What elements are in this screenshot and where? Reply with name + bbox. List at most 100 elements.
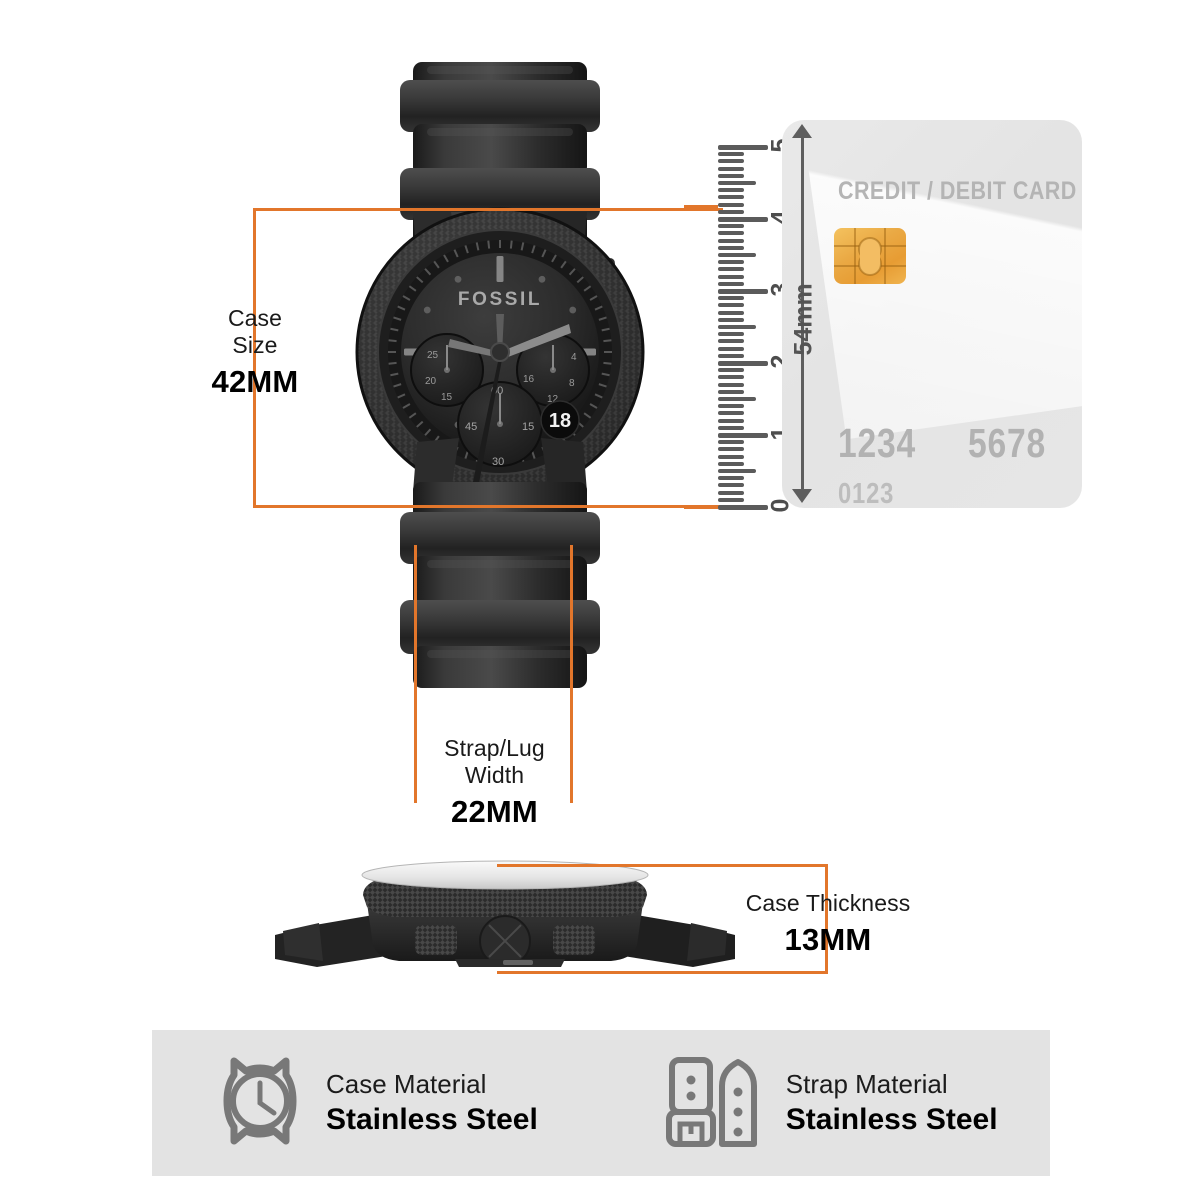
svg-text:4: 4: [571, 352, 577, 363]
dial-brand-text: FOSSIL: [458, 289, 542, 310]
ruler-tick-minor: [718, 483, 744, 488]
ruler-tick-mid: [718, 253, 756, 257]
svg-text:30: 30: [492, 456, 504, 468]
ruler-tick-minor: [718, 195, 744, 200]
ruler-tick-minor: [718, 281, 744, 286]
card-height-arrow-up: [792, 124, 812, 138]
watch-front-view: FOSSIL 25 20 15 4 8 12 16 60 15 30 45: [355, 62, 645, 712]
case-size-caption-1: Case: [227, 305, 283, 331]
ruler-tick-minor: [718, 303, 744, 308]
svg-text:45: 45: [465, 421, 477, 433]
card-chip: [834, 228, 906, 284]
ruler-tick-minor: [718, 152, 744, 157]
case-size-top-line: [253, 208, 723, 211]
case-size-left-line: [253, 208, 256, 508]
ruler-tick-minor: [718, 245, 744, 250]
ruler-tick-minor: [718, 425, 744, 430]
ruler-tick-minor: [718, 310, 744, 315]
watch-strap-icon: [665, 1054, 762, 1153]
ruler-tick-mid: [718, 325, 756, 329]
case-thickness-top-line: [497, 864, 828, 867]
ruler-marker-top: [684, 204, 718, 209]
case-material-value: Stainless Steel: [326, 1102, 538, 1136]
ruler-tick-major: [718, 505, 768, 510]
ruler-tick-minor: [718, 440, 744, 445]
card-number-group-1: 1234: [838, 420, 917, 466]
card-expiry: 0123: [838, 478, 895, 508]
case-thickness-caption: Case Thickness: [745, 890, 911, 916]
ruler-tick-mid: [718, 397, 756, 401]
strap-width-value: 22MM: [451, 793, 538, 829]
case-thickness-bottom-line: [497, 971, 828, 974]
strap-width-right-line: [570, 545, 573, 803]
case-material-label: Case Material: [326, 1069, 487, 1099]
case-material-text: Case Material Stainless Steel: [326, 1068, 538, 1138]
ruler-tick-minor: [718, 389, 744, 394]
ruler-tick-minor: [718, 353, 744, 358]
svg-text:25: 25: [427, 350, 439, 361]
ruler-tick-minor: [718, 202, 744, 207]
card-height-arrow-down: [792, 489, 812, 503]
ruler-tick-minor: [718, 404, 744, 409]
credit-card: CREDIT / DEBIT CARD 1234 5678 0123 CARD …: [782, 120, 1082, 508]
ruler-tick-minor: [718, 339, 744, 344]
materials-bar: Case Material Stainless Steel: [152, 1030, 1050, 1176]
strap-width-left-line: [414, 545, 417, 803]
ruler-tick-major: [718, 145, 768, 150]
card-height-arrow-shaft: [801, 135, 804, 493]
case-material-cell: Case Material Stainless Steel: [218, 1055, 538, 1152]
strap-material-label: Strap Material: [785, 1069, 948, 1099]
ruler-tick-minor: [718, 238, 744, 243]
case-size-label: Case Size 42MM: [180, 305, 330, 400]
ruler-tick-minor: [718, 476, 744, 481]
ruler-tick-minor: [718, 317, 744, 322]
card-number-group-2: 5678: [968, 420, 1047, 466]
strap-width-label: Strap/Lug Width 22MM: [417, 735, 572, 830]
case-size-bottom-line: [253, 505, 723, 508]
ruler-tick-minor: [718, 375, 744, 380]
ruler-tick-minor: [718, 490, 744, 495]
ruler-tick-minor: [718, 332, 744, 337]
ruler-tick-major: [718, 433, 768, 438]
ruler-tick-minor: [718, 447, 744, 452]
ruler-tick-minor: [718, 209, 744, 214]
ruler-tick-minor: [718, 231, 744, 236]
strap-width-caption-2: Width: [464, 761, 525, 788]
case-thickness-label: Case Thickness 13MM: [718, 890, 938, 958]
ruler-tick-minor: [718, 382, 744, 387]
ruler-tick-minor: [718, 411, 744, 416]
ruler-tick-minor: [718, 454, 744, 459]
case-thickness-right-line: [825, 864, 828, 974]
ruler-tick-minor: [718, 267, 744, 272]
ruler-tick-minor: [718, 224, 744, 229]
svg-text:15: 15: [441, 392, 453, 403]
ruler-tick-mid: [718, 469, 756, 473]
case-size-caption-2: Size: [232, 331, 278, 358]
watch-case-icon: [218, 1055, 302, 1152]
case-thickness-value: 13MM: [784, 921, 872, 957]
case-size-value: 42MM: [211, 363, 299, 399]
ruler-tick-minor: [718, 346, 744, 351]
dial-date-text: 18: [549, 410, 571, 432]
ruler-tick-mid: [718, 181, 756, 185]
ruler-tick-minor: [718, 260, 744, 265]
ruler-tick-minor: [718, 497, 744, 502]
ruler-tick-minor: [718, 166, 744, 171]
ruler-tick-minor: [718, 296, 744, 301]
svg-text:8: 8: [569, 378, 575, 389]
card-title: CREDIT / DEBIT CARD: [838, 177, 1077, 205]
svg-text:16: 16: [523, 374, 535, 385]
ruler-tick-minor: [718, 461, 744, 466]
ruler-tick-major: [718, 217, 768, 222]
ruler-tick-minor: [718, 274, 744, 279]
ruler-tick-minor: [718, 368, 744, 373]
strap-material-cell: Strap Material Stainless Steel: [665, 1054, 998, 1153]
ruler-tick-major: [718, 361, 768, 366]
svg-text:20: 20: [425, 376, 437, 387]
strap-material-text: Strap Material Stainless Steel: [786, 1068, 998, 1138]
ruler-marker-bottom: [684, 505, 718, 509]
ruler-tick-minor: [718, 173, 744, 178]
ruler-tick-major: [718, 289, 768, 294]
ruler-tick-minor: [718, 188, 744, 193]
